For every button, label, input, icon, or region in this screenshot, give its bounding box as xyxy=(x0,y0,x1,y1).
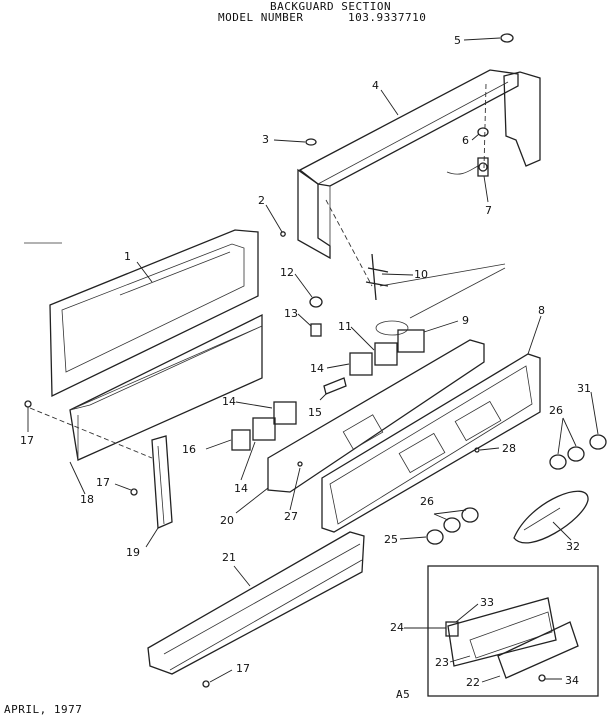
diagram-title: BACKGUARD SECTION xyxy=(270,0,392,13)
wire-nut-part xyxy=(446,157,489,177)
callout-16: 16 xyxy=(182,443,196,456)
callout-22: 22 xyxy=(466,676,480,689)
part-callouts: 1 2 3 4 5 6 7 8 9 10 11 12 13 14 14 14 1… xyxy=(20,34,591,689)
lower-panel xyxy=(69,313,263,461)
callout-6: 6 xyxy=(462,134,469,147)
callout-2: 2 xyxy=(258,194,265,207)
page-code: A5 xyxy=(396,688,411,701)
switch-parts xyxy=(231,342,398,451)
callout-26-right: 26 xyxy=(549,404,563,417)
leader-lines xyxy=(27,37,599,683)
callout-13: 13 xyxy=(284,307,298,320)
backguard-top-channel xyxy=(297,69,541,260)
callout-4: 4 xyxy=(372,79,379,92)
callout-17-left: 17 xyxy=(20,434,34,447)
callout-32: 32 xyxy=(566,540,580,553)
hardware-parts xyxy=(24,33,514,688)
callout-8: 8 xyxy=(538,304,545,317)
callout-26-left: 26 xyxy=(420,495,434,508)
back-panel xyxy=(49,229,259,398)
callout-31: 31 xyxy=(577,382,591,395)
callout-23: 23 xyxy=(435,656,449,669)
callout-5: 5 xyxy=(454,34,461,47)
callout-9: 9 xyxy=(462,314,469,327)
callout-33: 33 xyxy=(480,596,494,609)
callout-18: 18 xyxy=(80,493,94,506)
model-number: 103.9337710 xyxy=(348,11,427,24)
callout-25: 25 xyxy=(384,533,398,546)
callout-1: 1 xyxy=(124,250,131,263)
knob-parts xyxy=(426,434,607,545)
callout-15: 15 xyxy=(308,406,322,419)
control-panel xyxy=(267,339,485,493)
callout-28: 28 xyxy=(502,442,516,455)
callout-12: 12 xyxy=(280,266,294,279)
callout-10: 10 xyxy=(414,268,428,281)
side-bracket xyxy=(151,435,173,529)
module-part xyxy=(375,267,506,353)
clock-assembly-inset xyxy=(427,565,599,697)
callout-17-middle: 17 xyxy=(96,476,110,489)
callout-3: 3 xyxy=(262,133,269,146)
callout-34: 34 xyxy=(565,674,579,687)
date-stamp: APRIL, 1977 xyxy=(4,703,83,716)
callout-24: 24 xyxy=(390,621,404,634)
bracket-part xyxy=(325,83,506,301)
callout-14-lower: 14 xyxy=(234,482,248,495)
callout-17-bottom: 17 xyxy=(236,662,250,675)
callout-20: 20 xyxy=(220,514,234,527)
callout-14-middle: 14 xyxy=(222,395,236,408)
screw-guide-line xyxy=(29,407,153,459)
lens-part xyxy=(513,490,589,544)
model-label: MODEL NUMBER xyxy=(218,11,304,24)
callout-19: 19 xyxy=(126,546,140,559)
callout-27: 27 xyxy=(284,510,298,523)
lower-trim-strip xyxy=(147,531,365,675)
callout-7: 7 xyxy=(485,204,492,217)
callout-14-upper: 14 xyxy=(310,362,324,375)
callout-11: 11 xyxy=(338,320,352,333)
callout-21: 21 xyxy=(222,551,236,564)
